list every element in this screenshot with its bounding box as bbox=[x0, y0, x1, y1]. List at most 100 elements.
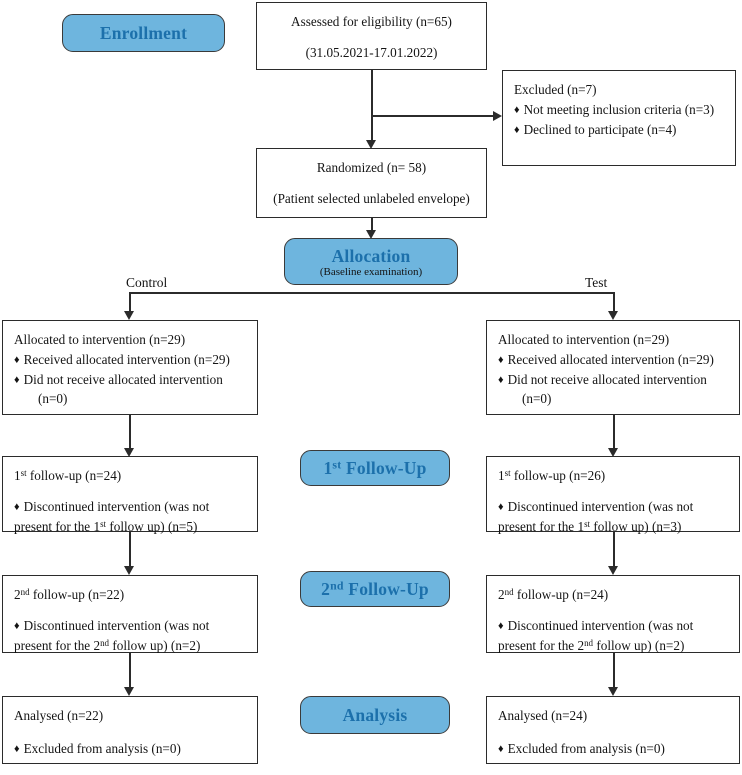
analysis-control-item-0-text: Excluded from analysis (n=0) bbox=[23, 740, 181, 756]
connector-to-excluded bbox=[371, 115, 494, 117]
box-follow-up-1-control: 1st follow-up (n=24) ♦Discontinued inter… bbox=[2, 456, 258, 534]
arrowhead-fu2-test bbox=[608, 566, 618, 575]
box-analysis-test: Analysed (n=24) ♦Excluded from analysis … bbox=[486, 696, 740, 764]
allocation-control-item-1-text: Did not receive allocated intervention bbox=[23, 371, 223, 387]
bullet-icon: ♦ bbox=[14, 500, 20, 513]
arrowhead-randomized bbox=[366, 140, 376, 149]
allocation-control-title: Allocated to intervention (n=29) bbox=[14, 332, 186, 347]
fu1-control-discontinued: ♦Discontinued intervention (was not pres… bbox=[14, 497, 246, 537]
fu1-control-title: 1st follow-up (n=24) bbox=[14, 467, 122, 483]
allocation-control-item-0: ♦Received allocated intervention (n=29) bbox=[14, 350, 246, 370]
fu1-test-discontinued: ♦Discontinued intervention (was not pres… bbox=[498, 497, 728, 537]
fu1-test-discontinued-line-b: present for the 1st follow up) (n=3) bbox=[498, 518, 682, 534]
arrowhead-analysis-control bbox=[124, 687, 134, 696]
bullet-icon: ♦ bbox=[14, 619, 20, 632]
fu1-test-title: 1st follow-up (n=26) bbox=[498, 467, 606, 483]
stage-badge-follow-up-2: 2nd Follow-Up bbox=[300, 571, 450, 607]
fu2-test-title: 2nd follow-up (n=24) bbox=[498, 586, 609, 602]
allocation-test-title: Allocated to intervention (n=29) bbox=[498, 332, 670, 347]
stage-badge-allocation-label: Allocation bbox=[331, 245, 411, 266]
arrowhead-analysis-test bbox=[608, 687, 618, 696]
allocation-test-item-1-text: Did not receive allocated intervention bbox=[507, 371, 707, 387]
fu1-test-discontinued-line-a: Discontinued intervention (was not bbox=[507, 498, 694, 514]
arrowhead-fu1-control bbox=[124, 448, 134, 457]
allocation-test-trailing: (n=0) bbox=[522, 391, 552, 407]
connector-alloc-to-fu1-control bbox=[129, 415, 131, 453]
box-follow-up-1-test: 1st follow-up (n=26) ♦Discontinued inter… bbox=[486, 456, 740, 534]
stage-badge-allocation-sublabel: (Baseline examination) bbox=[319, 265, 423, 278]
excluded-item-0: ♦Not meeting inclusion criteria (n=3) bbox=[514, 100, 724, 120]
connector-allocation-drop-control bbox=[129, 292, 131, 314]
bullet-icon: ♦ bbox=[498, 373, 504, 386]
bullet-icon: ♦ bbox=[14, 353, 20, 366]
bullet-icon: ♦ bbox=[498, 353, 504, 366]
analysis-control-item-0: ♦Excluded from analysis (n=0) bbox=[14, 739, 246, 759]
connector-fu1-to-fu2-control bbox=[129, 532, 131, 570]
arrowhead-allocation-test bbox=[608, 311, 618, 320]
box-follow-up-2-test: 2nd follow-up (n=24) ♦Discontinued inter… bbox=[486, 575, 740, 653]
box-randomized: Randomized (n= 58) (Patient selected unl… bbox=[256, 148, 487, 218]
excluded-item-0-text: Not meeting inclusion criteria (n=3) bbox=[523, 101, 715, 117]
arrowhead-allocation bbox=[366, 230, 376, 239]
connector-fu2-to-analysis-test bbox=[613, 653, 615, 691]
stage-badge-follow-up-2-label: 2nd Follow-Up bbox=[321, 578, 429, 599]
excluded-title-text: Excluded (n=7) bbox=[514, 82, 597, 97]
box-follow-up-2-control: 2nd follow-up (n=22) ♦Discontinued inter… bbox=[2, 575, 258, 653]
fu2-control-discontinued-line-a: Discontinued intervention (was not bbox=[23, 617, 210, 633]
analysis-control-title: Analysed (n=22) bbox=[14, 708, 104, 723]
analysis-test-item-0-text: Excluded from analysis (n=0) bbox=[507, 740, 665, 756]
allocation-control-item-0-text: Received allocated intervention (n=29) bbox=[23, 351, 230, 367]
arrowhead-allocation-control bbox=[124, 311, 134, 320]
stage-badge-follow-up-1: 1st Follow-Up bbox=[300, 450, 450, 486]
arrowhead-excluded bbox=[493, 111, 502, 121]
stage-badge-follow-up-1-label: 1st Follow-Up bbox=[323, 457, 427, 478]
box-allocation-control: Allocated to intervention (n=29) ♦Receiv… bbox=[2, 320, 258, 415]
bullet-icon: ♦ bbox=[514, 123, 520, 136]
fu2-test-discontinued: ♦Discontinued intervention (was not pres… bbox=[498, 616, 728, 656]
connector-alloc-to-fu1-test bbox=[613, 415, 615, 453]
allocation-test-item-1: ♦Did not receive allocated intervention bbox=[498, 370, 728, 390]
connector-assessed-to-randomized bbox=[371, 70, 373, 142]
stage-badge-enrollment: Enrollment bbox=[62, 14, 225, 52]
stage-badge-analysis: Analysis bbox=[300, 696, 450, 734]
fu2-control-title: 2nd follow-up (n=22) bbox=[14, 586, 125, 602]
connector-fu1-to-fu2-test bbox=[613, 532, 615, 570]
box-analysis-control: Analysed (n=22) ♦Excluded from analysis … bbox=[2, 696, 258, 764]
bullet-icon: ♦ bbox=[14, 373, 20, 386]
excluded-item-1: ♦Declined to participate (n=4) bbox=[514, 120, 724, 140]
fu2-test-discontinued-line-b: present for the 2nd follow up) (n=2) bbox=[498, 637, 685, 653]
bullet-icon: ♦ bbox=[498, 500, 504, 513]
fu2-control-discontinued-line-b: present for the 2nd follow up) (n=2) bbox=[14, 637, 201, 653]
bullet-icon: ♦ bbox=[498, 742, 504, 755]
bullet-icon: ♦ bbox=[498, 619, 504, 632]
connector-fu2-to-analysis-control bbox=[129, 653, 131, 691]
arrowhead-fu2-control bbox=[124, 566, 134, 575]
fu1-control-discontinued-line-a: Discontinued intervention (was not bbox=[23, 498, 210, 514]
randomized-count-text: Randomized (n= 58) bbox=[316, 160, 427, 175]
box-allocation-test: Allocated to intervention (n=29) ♦Receiv… bbox=[486, 320, 740, 415]
fu1-control-discontinued-line-b: present for the 1st follow up) (n=5) bbox=[14, 518, 198, 534]
connector-randomized-to-allocation bbox=[371, 218, 373, 234]
stage-badge-enrollment-label: Enrollment bbox=[99, 22, 188, 43]
allocation-control-trailing: (n=0) bbox=[38, 391, 68, 407]
analysis-test-title: Analysed (n=24) bbox=[498, 708, 588, 723]
allocation-test-item-0-text: Received allocated intervention (n=29) bbox=[507, 351, 714, 367]
bullet-icon: ♦ bbox=[514, 103, 520, 116]
allocation-control-item-1: ♦Did not receive allocated intervention bbox=[14, 370, 246, 390]
assessed-count-text: Assessed for eligibility (n=65) bbox=[291, 14, 452, 29]
fu2-control-discontinued: ♦Discontinued intervention (was not pres… bbox=[14, 616, 246, 656]
assessed-date-range-text: (31.05.2021-17.01.2022) bbox=[305, 44, 438, 60]
excluded-item-1-text: Declined to participate (n=4) bbox=[523, 121, 677, 137]
connector-allocation-drop-test bbox=[613, 292, 615, 314]
fu2-test-discontinued-line-a: Discontinued intervention (was not bbox=[507, 617, 694, 633]
randomized-note-text: (Patient selected unlabeled envelope) bbox=[273, 190, 470, 206]
arm-label-test: Test bbox=[585, 275, 608, 290]
box-excluded: Excluded (n=7) ♦Not meeting inclusion cr… bbox=[502, 70, 736, 166]
allocation-test-item-0: ♦Received allocated intervention (n=29) bbox=[498, 350, 728, 370]
arrowhead-fu1-test bbox=[608, 448, 618, 457]
stage-badge-analysis-label: Analysis bbox=[342, 704, 408, 725]
stage-badge-allocation: Allocation (Baseline examination) bbox=[284, 238, 458, 285]
analysis-test-item-0: ♦Excluded from analysis (n=0) bbox=[498, 739, 728, 759]
arm-label-control: Control bbox=[126, 275, 168, 290]
